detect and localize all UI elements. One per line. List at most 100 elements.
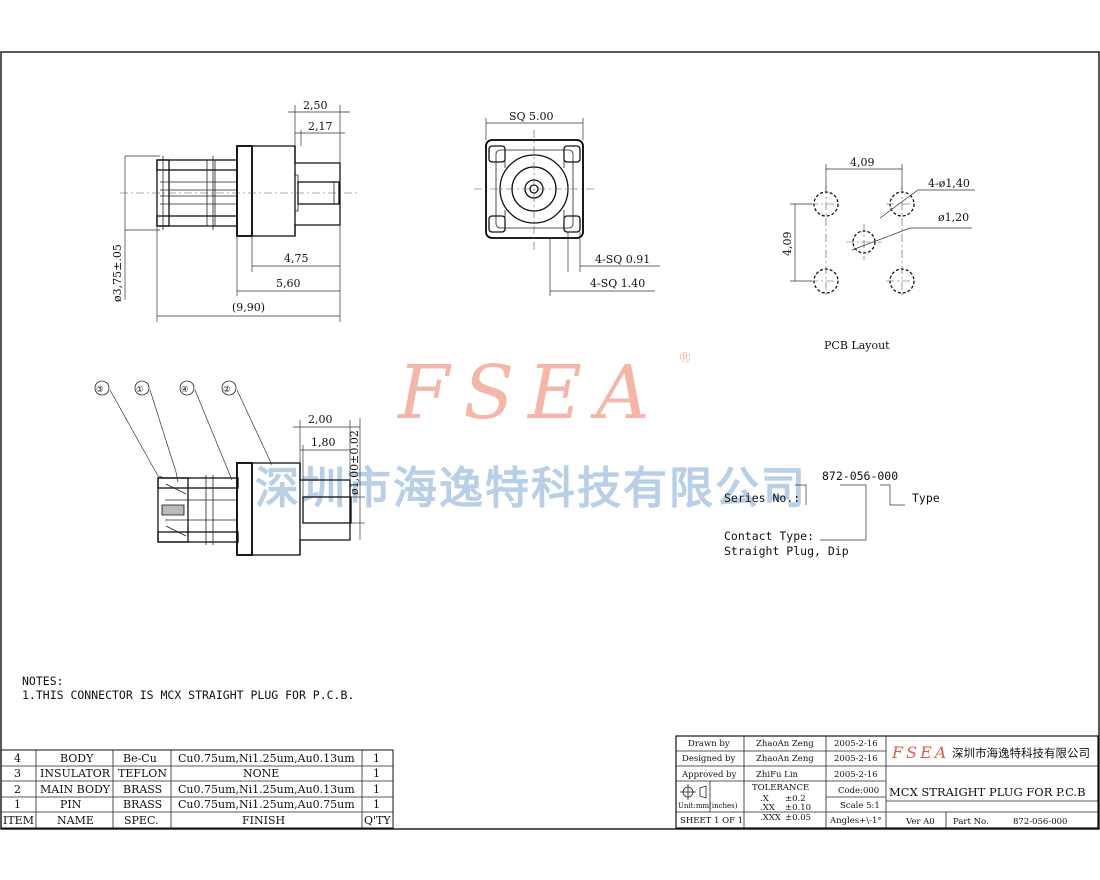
product-title: MCX STRAIGHT PLUG FOR P.C.B <box>889 785 1086 799</box>
dim-dia-3-75: ø3,75±.05 <box>111 244 124 302</box>
projection-symbol-icon <box>680 784 707 800</box>
units-label: Unit:mm(inches) <box>678 802 738 810</box>
scale-label: Scale 5:1 <box>840 801 880 811</box>
svg-text:1: 1 <box>373 798 380 811</box>
code-label: Code:000 <box>838 786 879 796</box>
svg-text:NAME: NAME <box>57 814 94 827</box>
svg-text:FINISH: FINISH <box>242 814 285 827</box>
side-view: 2,50 2,17 ø3,75±.05 4,75 5,60 (9,90) <box>111 99 360 322</box>
svg-text:1: 1 <box>14 798 21 811</box>
watermark: FSEA ® 深圳市海逸特科技有限公司 <box>255 350 807 514</box>
designed-label: Designed by <box>682 754 735 764</box>
pcb-dim-4-09-vertical: 4,09 <box>781 232 794 257</box>
title-block: Drawn by ZhaoAn Zeng 2005-2-16 Designed … <box>675 735 1099 829</box>
front-view: SQ 5.00 4-SQ 0.91 4-SQ 1.40 <box>474 110 660 296</box>
bom-table: 4 BODY Be-Cu Cu0.75um,Ni1.25um,Au0.13um … <box>0 749 394 829</box>
svg-text:BRASS: BRASS <box>123 783 162 796</box>
svg-text:③: ③ <box>96 385 104 395</box>
watermark-company: 深圳市海逸特科技有限公司 <box>255 463 807 514</box>
designed-name: ZhaoAn Zeng <box>756 754 814 764</box>
svg-text:Cu0.75um,Ni1.25um,Au0.13um: Cu0.75um,Ni1.25um,Au0.13um <box>178 783 355 796</box>
dim-5-60: 5,60 <box>276 277 301 290</box>
title-company: 深圳市海逸特科技有限公司 <box>952 746 1090 760</box>
pcb-layout: 4,09 4,09 4-ø1,40 ø1,20 PCB Layout <box>781 156 975 352</box>
version-label: Ver A0 <box>905 817 935 827</box>
bom-row: 4 BODY Be-Cu Cu0.75um,Ni1.25um,Au0.13um … <box>14 752 380 765</box>
section-dim-dia-1-00: ø1,00±0.02 <box>348 430 361 495</box>
contact-type-value: Straight Plug, Dip <box>724 544 849 558</box>
drawn-name: ZhaoAn Zeng <box>756 739 814 749</box>
watermark-logo: FSEA <box>396 350 664 436</box>
balloon-3: ③ <box>94 380 166 479</box>
part-no-label: Part No. <box>953 817 989 827</box>
dim-4-75: 4,75 <box>284 252 309 265</box>
bom-row: 1 PIN BRASS Cu0.75um,Ni1.25um,Au0.75um 1 <box>14 798 380 811</box>
drawn-date: 2005-2-16 <box>834 739 878 749</box>
part-code-number: 872-056-000 <box>822 469 898 483</box>
notes: NOTES: 1.THIS CONNECTOR IS MCX STRAIGHT … <box>22 674 354 702</box>
svg-text:TEFLON: TEFLON <box>118 767 167 780</box>
series-label: Series No.: <box>724 491 800 505</box>
balloon-2: ② <box>221 380 273 466</box>
tolerance-xxx: .XXX <box>760 813 782 823</box>
svg-text:3: 3 <box>14 767 21 780</box>
notes-heading: NOTES: <box>22 674 64 688</box>
section-dim-2-00: 2,00 <box>308 413 333 426</box>
dim-4-sq-1-40: 4-SQ 1.40 <box>590 277 645 290</box>
svg-text:NONE: NONE <box>243 767 279 780</box>
svg-text:BRASS: BRASS <box>123 798 162 811</box>
designed-date: 2005-2-16 <box>834 754 878 764</box>
svg-text:4: 4 <box>14 752 21 765</box>
part-no-value: 872-056-000 <box>1013 817 1067 827</box>
notes-line-1: 1.THIS CONNECTOR IS MCX STRAIGHT PLUG FO… <box>22 688 354 702</box>
drawing-frame <box>0 51 1100 830</box>
svg-text:Q'TY: Q'TY <box>364 814 391 827</box>
bom-header-row: ITEM NAME SPEC. FINISH Q'TY <box>3 814 391 827</box>
dim-sq-5-00: SQ 5.00 <box>509 110 554 123</box>
svg-text:Be-Cu: Be-Cu <box>123 752 157 765</box>
contact-type-label: Contact Type: <box>724 529 814 543</box>
svg-text:①: ① <box>136 385 144 395</box>
svg-text:Cu0.75um,Ni1.25um,Au0.13um: Cu0.75um,Ni1.25um,Au0.13um <box>178 752 355 765</box>
sheet-label: SHEET 1 OF 1 <box>680 816 743 826</box>
pcb-layout-label: PCB Layout <box>824 339 890 352</box>
svg-text:1: 1 <box>373 783 380 796</box>
tolerance-x: .X <box>760 794 770 804</box>
angles-label: Angles+\-1° <box>829 816 882 826</box>
balloon-4: ④ <box>179 380 233 481</box>
tolerance-xxx-value: ±0.05 <box>785 813 811 823</box>
title-logo: FSEA <box>891 743 949 762</box>
dim-2-50: 2,50 <box>303 99 328 112</box>
svg-text:INSULATOR: INSULATOR <box>40 767 111 780</box>
part-code-breakdown: 872-056-000 Series No.: Type Contact Typ… <box>724 469 940 558</box>
pcb-dim-4-dia-1-40: 4-ø1,40 <box>928 177 970 190</box>
approved-date: 2005-2-16 <box>834 770 878 780</box>
svg-text:1: 1 <box>373 767 380 780</box>
pcb-dim-4-09-horizontal: 4,09 <box>850 156 875 169</box>
tolerance-xx-value: ±0.10 <box>785 803 811 813</box>
dim-9-90: (9,90) <box>232 301 265 314</box>
svg-text:2: 2 <box>14 783 21 796</box>
tolerance-x-value: ±0.2 <box>785 794 806 804</box>
svg-text:ITEM: ITEM <box>3 814 34 827</box>
section-view: ③ ① ④ ② 2,00 1,80 ø1,00±0.02 <box>94 380 365 556</box>
bom-row: 2 MAIN BODY BRASS Cu0.75um,Ni1.25um,Au0.… <box>14 783 380 796</box>
svg-text:④: ④ <box>181 385 189 395</box>
tolerance-xx: .XX <box>760 803 776 813</box>
dim-2-17: 2,17 <box>308 120 333 133</box>
approved-name: ZhiFu Lin <box>756 770 799 780</box>
dim-4-sq-0-91: 4-SQ 0.91 <box>595 253 650 266</box>
svg-text:BODY: BODY <box>60 752 94 765</box>
svg-text:PIN: PIN <box>60 798 82 811</box>
svg-text:1: 1 <box>373 752 380 765</box>
drawn-label: Drawn by <box>688 739 730 749</box>
section-dim-1-80: 1,80 <box>311 436 336 449</box>
tolerance-label: TOLERANCE <box>752 783 809 793</box>
svg-text:MAIN BODY: MAIN BODY <box>40 783 111 796</box>
svg-text:SPEC.: SPEC. <box>124 814 159 827</box>
watermark-registered-mark: ® <box>678 350 692 366</box>
approved-label: Approved by <box>681 770 737 780</box>
bom-row: 3 INSULATOR TEFLON NONE 1 <box>14 767 380 780</box>
pcb-dim-dia-1-20: ø1,20 <box>938 211 969 224</box>
